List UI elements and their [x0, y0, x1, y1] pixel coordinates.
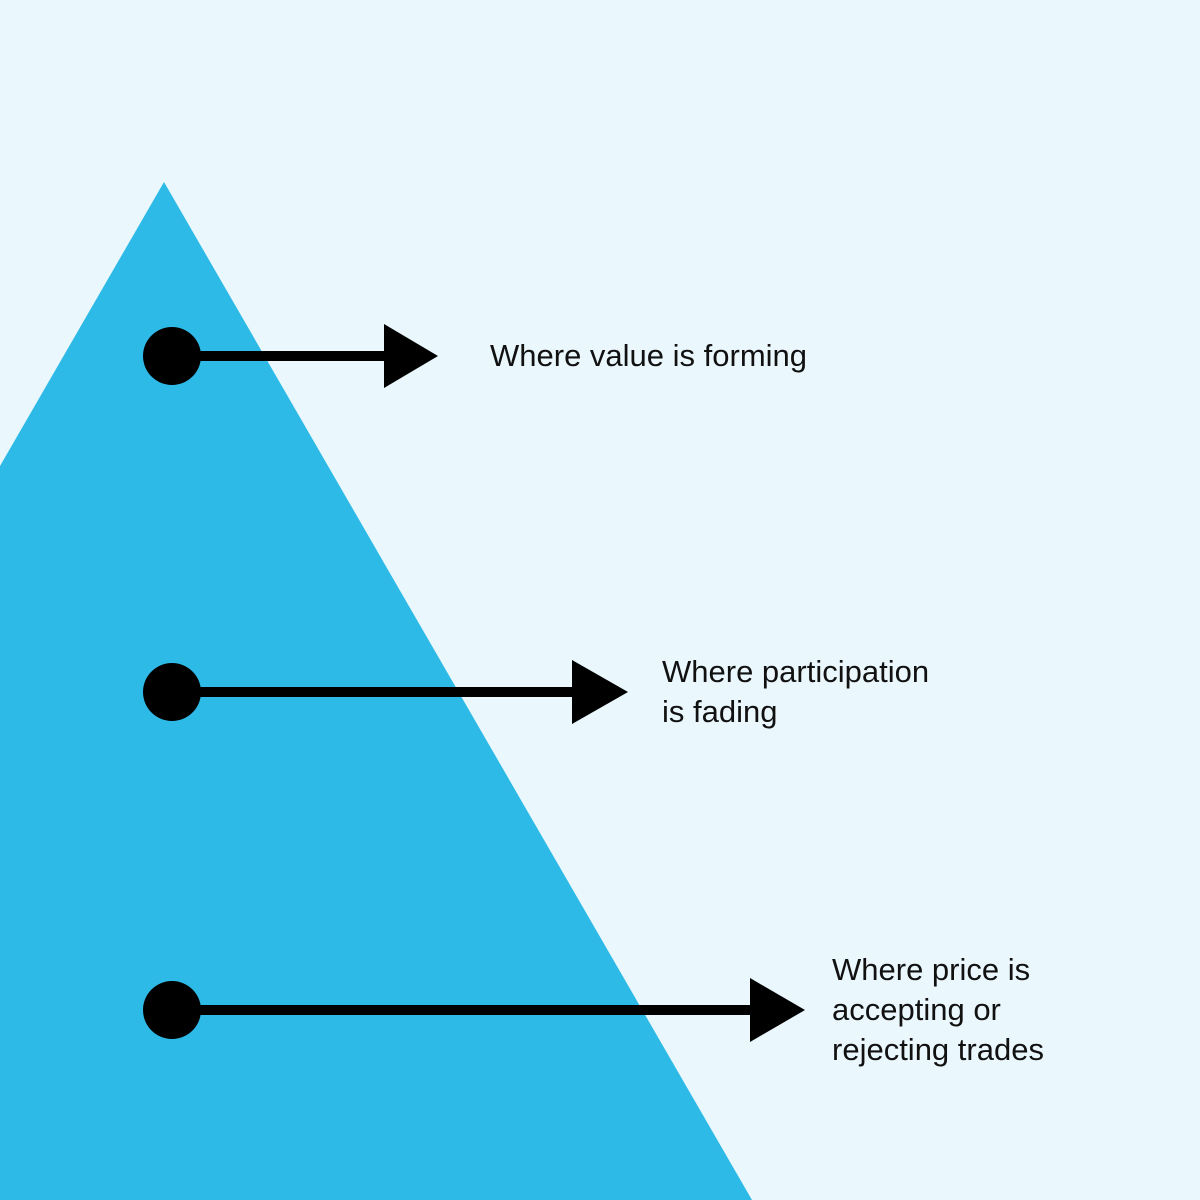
arrow-1 — [143, 324, 438, 388]
label-line: Where participation — [662, 654, 930, 689]
label-line: Where value is forming — [490, 338, 808, 373]
label-price-accepting: Where price is accepting or rejecting tr… — [832, 950, 1044, 1070]
label-line: rejecting trades — [832, 1032, 1044, 1067]
arrow-line — [172, 1005, 753, 1015]
arrow-3 — [143, 978, 805, 1042]
arrow-line — [172, 687, 575, 697]
arrow-head — [750, 978, 805, 1042]
label-participation-fading: Where participation is fading — [662, 652, 929, 732]
arrow-head — [572, 660, 628, 724]
label-line: Where price is — [832, 952, 1031, 987]
arrow-line — [172, 351, 387, 361]
label-value-forming: Where value is forming — [490, 336, 807, 376]
arrow-2 — [143, 660, 628, 724]
label-line: accepting or — [832, 992, 1001, 1027]
label-line: is fading — [662, 694, 778, 729]
arrow-head — [384, 324, 438, 388]
